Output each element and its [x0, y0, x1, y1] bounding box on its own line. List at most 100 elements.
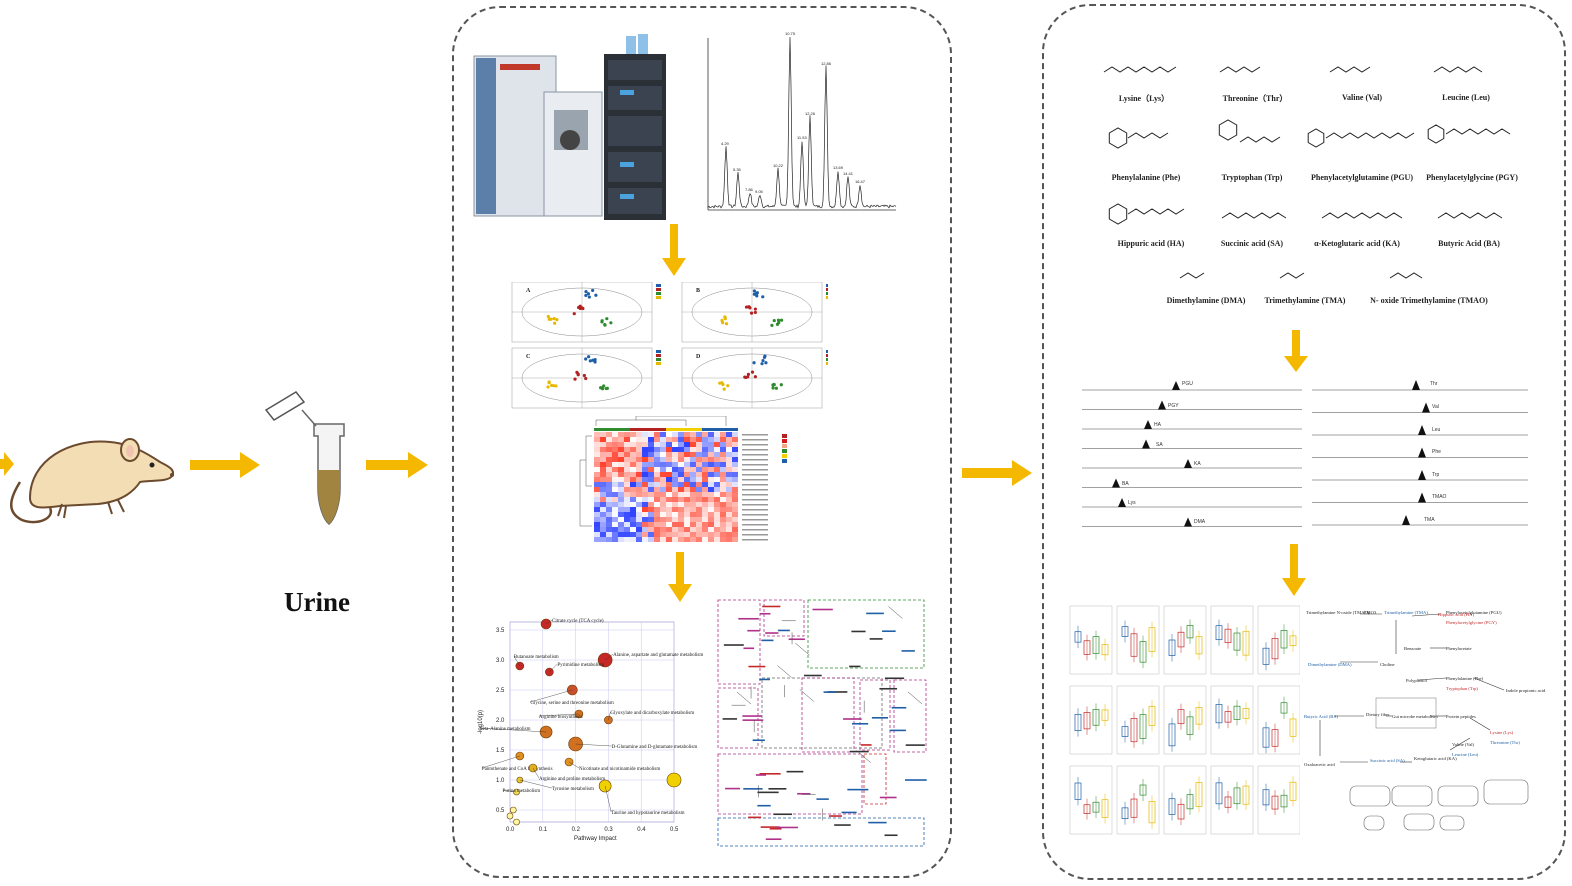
score-point: [775, 322, 780, 326]
boxplot-grid: [1066, 602, 1301, 838]
heatmap-cell: [702, 477, 708, 482]
pathway-y-tick: 0.5: [496, 808, 505, 814]
heatmap-cell: [666, 442, 672, 447]
heatmap-cell: [642, 432, 648, 437]
heatmap-cell: [714, 447, 720, 452]
heatmap-cell: [714, 532, 720, 537]
boxplot-frame: [1116, 765, 1160, 835]
heatmap-cell: [684, 452, 690, 457]
heatmap-cell: [594, 522, 600, 527]
boxplot-box: [1215, 782, 1223, 805]
heatmap-cell: [696, 497, 702, 502]
heatmap-cell: [714, 487, 720, 492]
heatmap-cell: [720, 447, 726, 452]
network-node: Hippuric acid (HA): [1438, 612, 1474, 617]
pathway-map-box: [717, 599, 761, 685]
arrow-mouse-to-urine: [190, 452, 260, 478]
heatmap-cell: [648, 487, 654, 492]
heatmap-cell: [690, 467, 696, 472]
pathway-map-edge: [795, 642, 810, 656]
heatmap-cell: [708, 447, 714, 452]
mrm-chromatograms: [1076, 372, 1536, 534]
score-point: [779, 383, 783, 387]
pathway-leader-line: [519, 779, 552, 789]
mrm-label-leu: Leu: [1432, 427, 1441, 433]
heatmap-cell: [684, 437, 690, 442]
heatmap-cell: [648, 462, 654, 467]
heatmap-cell: [606, 452, 612, 457]
heatmap-cell: [672, 537, 678, 542]
boxplot-box: [1195, 782, 1203, 807]
pathway-map-node: [786, 770, 804, 773]
heatmap-cell: [732, 497, 738, 502]
mrm-label-tmao: TMAO: [1432, 494, 1447, 500]
heatmap-cell: [714, 517, 720, 522]
heatmap-cell: [696, 467, 702, 472]
pathway-y-tick: 1.5: [496, 748, 505, 754]
pathway-leader-line: [480, 727, 547, 733]
heatmap-cell: [708, 512, 714, 517]
heatmap-cell: [594, 532, 600, 537]
heatmap-cell: [696, 532, 702, 537]
score-point: [584, 293, 588, 298]
heatmap-cell: [618, 452, 624, 457]
heatmap-cell: [600, 522, 606, 527]
heatmap-cell: [648, 447, 654, 452]
score-point: [752, 361, 756, 365]
pathway-map-node: [823, 691, 837, 693]
heatmap-cell: [630, 507, 636, 512]
heatmap-cell: [642, 447, 648, 452]
heatmap-cell: [684, 492, 690, 497]
heatmap-group-bar: [678, 428, 684, 431]
heatmap-cell: [666, 487, 672, 492]
heatmap-cell: [678, 527, 684, 532]
pathway-x-tick: 0.2: [572, 827, 581, 833]
heatmap-cell: [618, 517, 624, 522]
network-node: Threonine (Thr): [1490, 740, 1520, 745]
pathway-label: Glyoxylate and dicarboxylate metabolism: [610, 711, 694, 716]
heatmap-cell: [636, 502, 642, 507]
heatmap-cell: [636, 457, 642, 462]
heatmap-cell: [642, 517, 648, 522]
heatmap-cell: [648, 497, 654, 502]
heatmap-cell: [594, 432, 600, 437]
score-legend-swatch: [656, 292, 661, 295]
heatmap-cell: [606, 507, 612, 512]
pathway-map-node: [866, 612, 884, 615]
pathway-map-node: [803, 674, 822, 677]
pathway-label: Citrate cycle (TCA cycle): [552, 619, 604, 624]
pathway-map-node: [765, 838, 782, 840]
heatmap-cell: [708, 477, 714, 482]
network-edge: [1411, 613, 1441, 617]
heatmap-cell: [708, 462, 714, 467]
heatmap-cell: [690, 437, 696, 442]
boxplot-frame: [1116, 605, 1160, 675]
mrm-label-dma: DMA: [1194, 519, 1206, 525]
pathway-label: Butanoate metabolism: [514, 655, 559, 660]
boxplot-box: [1121, 626, 1129, 637]
heatmap-cell: [612, 517, 618, 522]
heatmap-cell: [630, 502, 636, 507]
heatmap-group-bar: [642, 428, 648, 431]
heatmap-cell: [630, 457, 636, 462]
pathway-map-node: [759, 612, 771, 615]
pathway-map-node: [752, 739, 765, 742]
heatmap-cell: [696, 522, 702, 527]
mrm-label-tma: TMA: [1424, 517, 1435, 523]
heatmap-cell: [708, 537, 714, 542]
mrm-labels-left: PGU PGY HA SA KA BA Lys DMA Thr Val Leu …: [1076, 372, 1536, 534]
heatmap-cell: [612, 507, 618, 512]
score-legend-swatch: [656, 296, 661, 299]
heatmap-cell: [696, 442, 702, 447]
heatmap-cell: [594, 507, 600, 512]
pathway-map-box: [717, 817, 925, 847]
network-node: Polyphenol: [1406, 678, 1428, 683]
heatmap-cell: [606, 517, 612, 522]
heatmap-group-bar: [696, 428, 702, 431]
pathway-map-node: [742, 719, 764, 721]
heatmap-cell: [636, 537, 642, 542]
mouse-illustration: [10, 438, 174, 524]
heatmap-cell: [642, 472, 648, 477]
heatmap-group-bar: [600, 428, 606, 431]
heatmap-cell: [630, 462, 636, 467]
